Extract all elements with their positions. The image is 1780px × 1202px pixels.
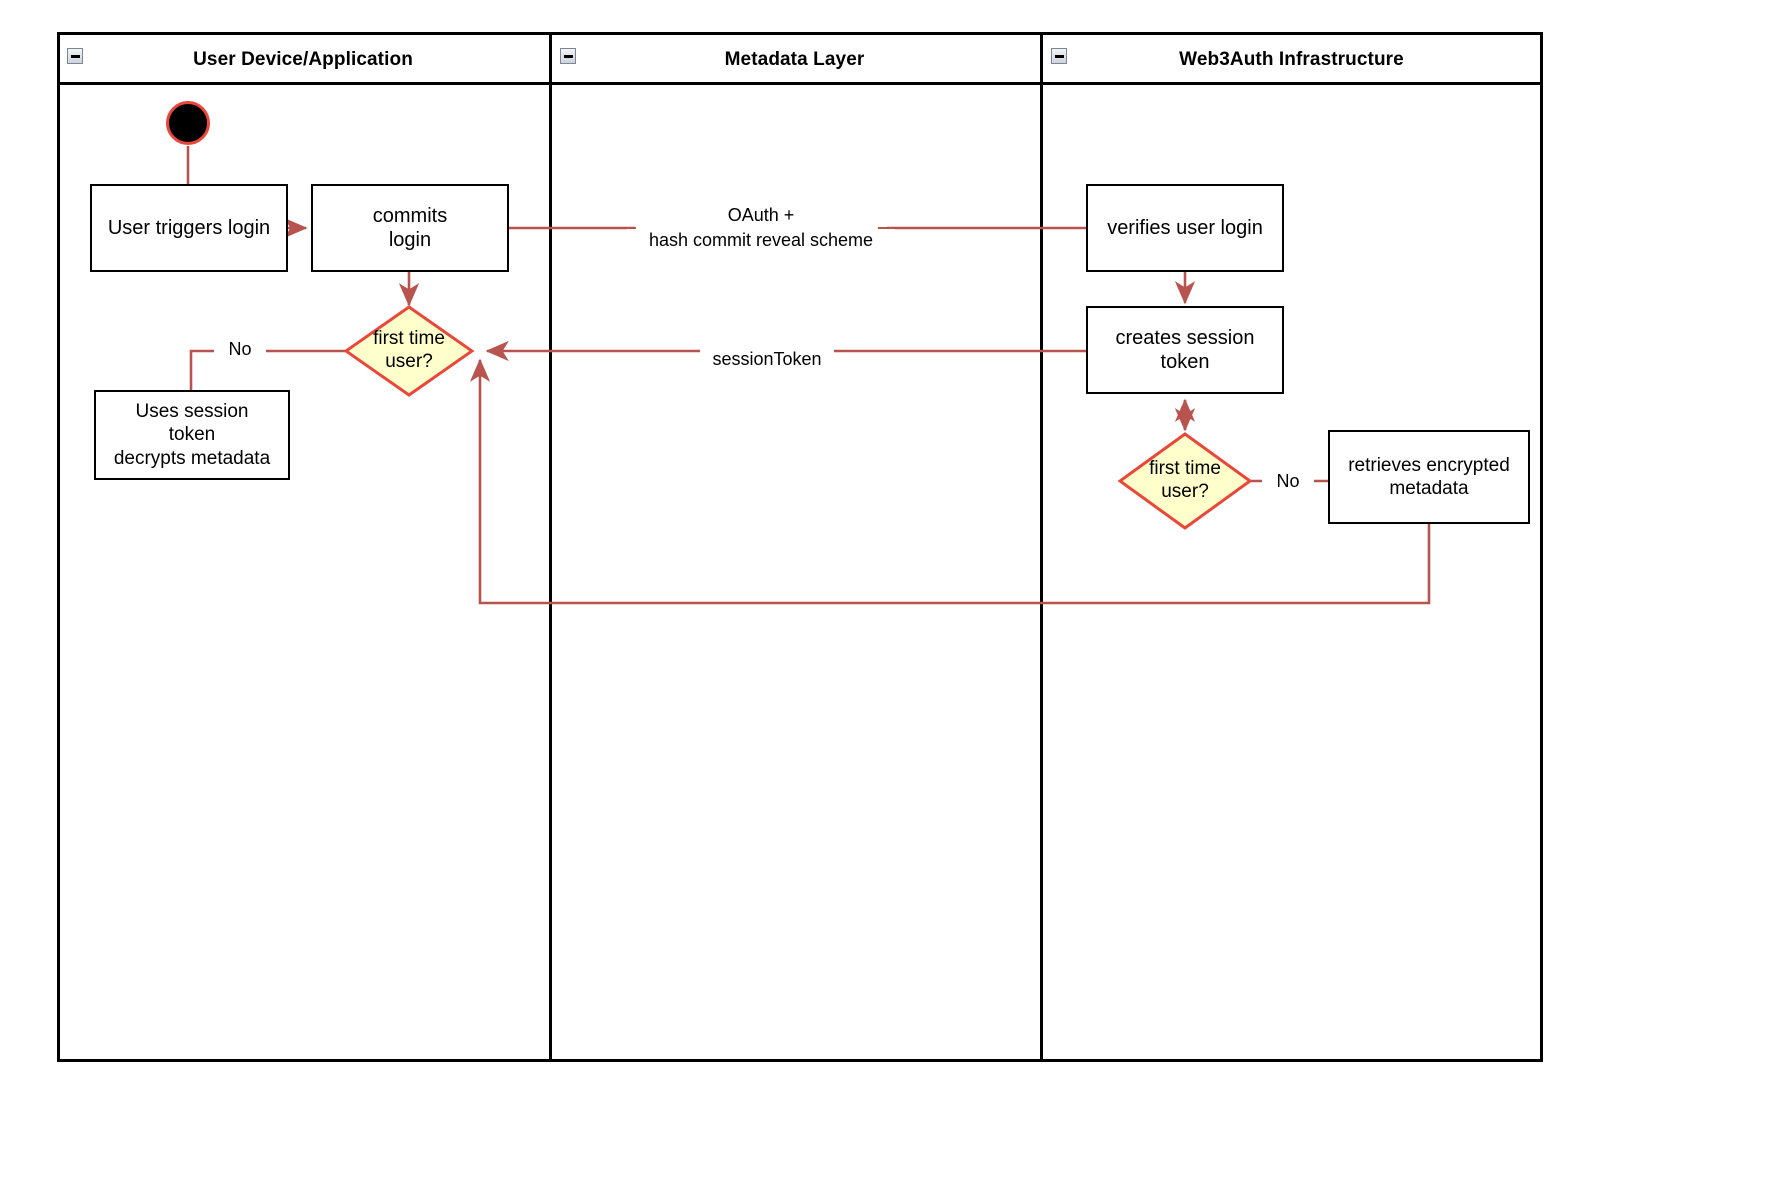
edge-label-oauth-line1: OAuth + xyxy=(635,204,887,227)
lane-header-metadata-layer: Metadata Layer xyxy=(724,48,865,70)
activity-commits-login[interactable]: commits login xyxy=(311,184,509,272)
minus-glyph xyxy=(70,54,80,58)
lane-divider-1 xyxy=(549,32,552,1062)
collapse-minus-icon-lane-user[interactable] xyxy=(67,48,83,64)
edge-label-oauth-line2: hash commit reveal scheme xyxy=(627,229,895,252)
activity-creates-session-token[interactable]: creates session token xyxy=(1086,306,1284,394)
collapse-minus-icon-lane-web3auth[interactable] xyxy=(1051,48,1067,64)
activity-user-triggers-login[interactable]: User triggers login xyxy=(90,184,288,272)
lane-divider-2 xyxy=(1040,32,1043,1062)
decision-first-time-user-right[interactable]: first time user? xyxy=(1118,432,1252,530)
edge-label-no-right: No xyxy=(1262,470,1314,493)
lane-header-user-device: User Device/Application xyxy=(193,48,413,70)
initial-node xyxy=(166,101,210,145)
activity-uses-session-token[interactable]: Uses session token decrypts metadata xyxy=(94,390,290,480)
lane-header-rule xyxy=(57,82,1543,85)
minus-glyph xyxy=(563,54,573,58)
minus-glyph xyxy=(1054,54,1064,58)
edge-label-session-token: sessionToken xyxy=(700,348,834,371)
lane-header-web3auth-infrastructure: Web3Auth Infrastructure xyxy=(1179,48,1404,70)
decision-first-time-user-left[interactable]: first time user? xyxy=(344,305,474,397)
activity-verifies-user-login[interactable]: verifies user login xyxy=(1086,184,1284,272)
edge-label-no-left: No xyxy=(214,338,266,361)
collapse-minus-icon-lane-metadata[interactable] xyxy=(560,48,576,64)
activity-retrieves-encrypted-metadata[interactable]: retrieves encrypted metadata xyxy=(1328,430,1530,524)
